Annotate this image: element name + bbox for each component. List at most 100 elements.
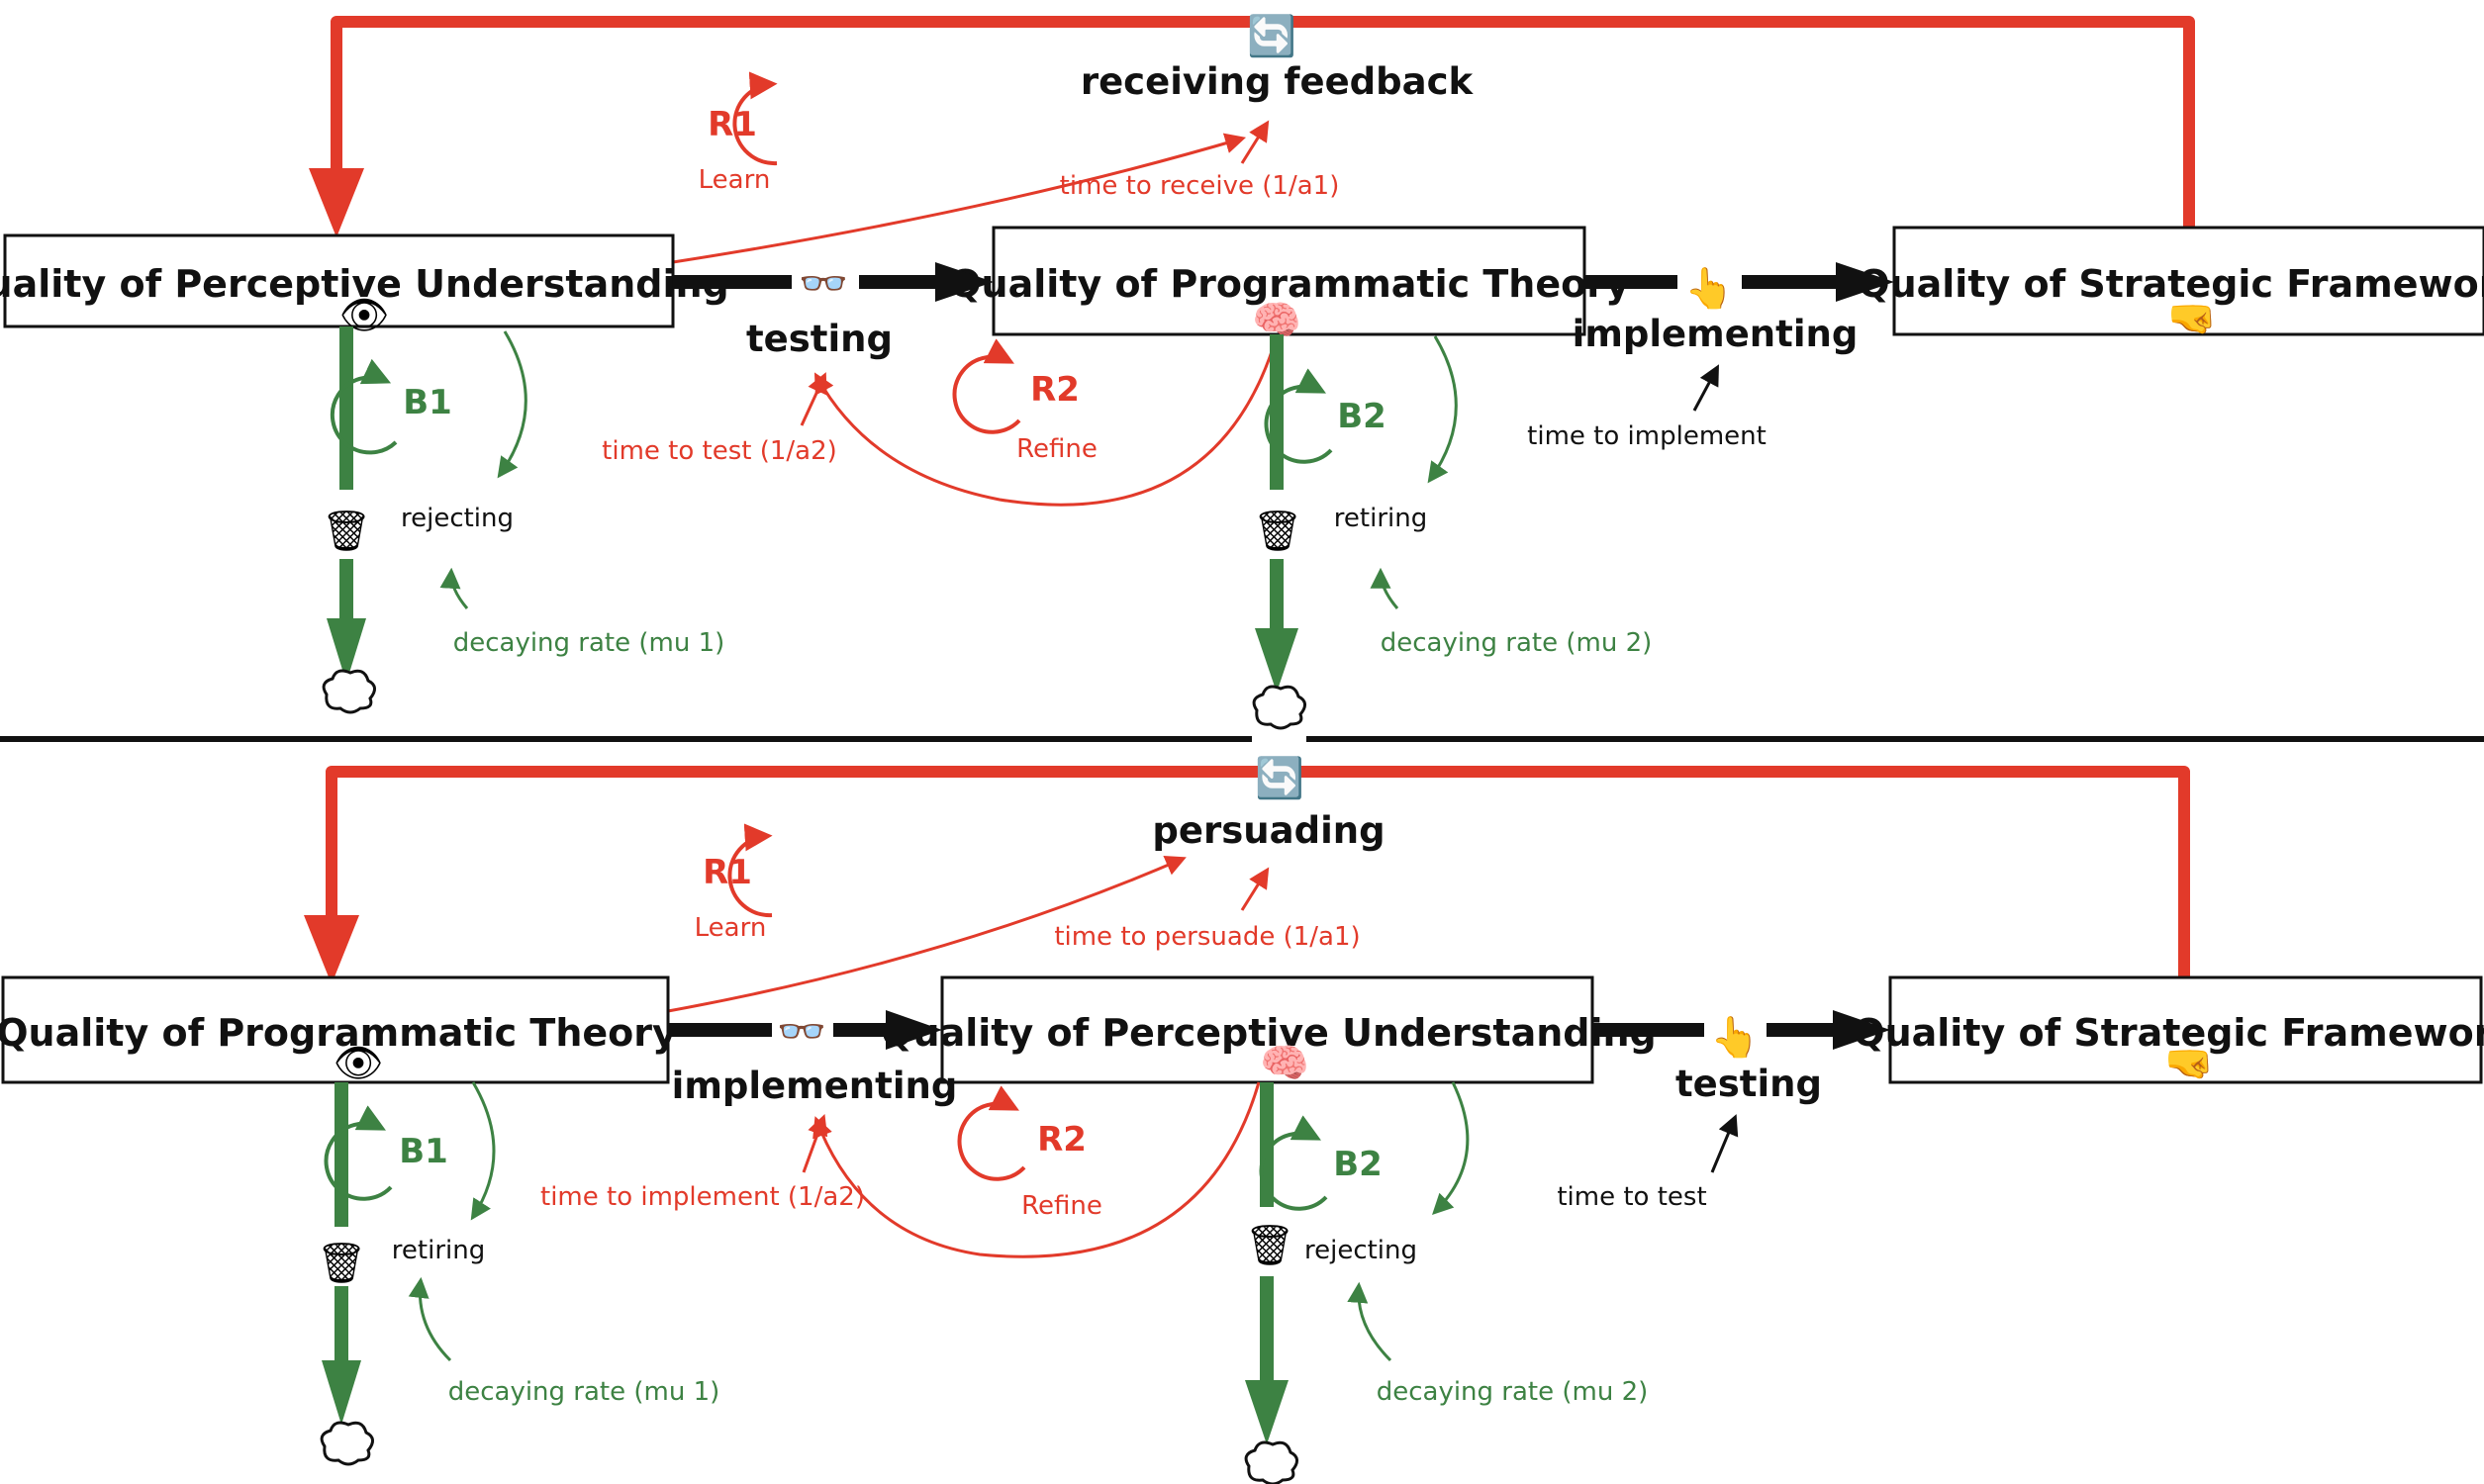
decay-right-label: decaying rate (mu 2) <box>1377 1377 1649 1407</box>
time-right-flow-label: time to implement <box>1527 421 1767 451</box>
glasses-icon: 👓 <box>777 1009 826 1055</box>
feedback-flow-pipe <box>326 766 2190 979</box>
r2-loop-id: R2 <box>1037 1120 1087 1159</box>
b2-link-curve <box>1432 1081 1470 1215</box>
b1-loop-id: B1 <box>399 1132 448 1171</box>
feedback-flow-arrowhead <box>304 915 359 984</box>
cloud-icon-right <box>1252 685 1306 730</box>
outflow-right-label: retiring <box>1334 504 1427 533</box>
link-time-left <box>800 372 827 426</box>
time-right-flow-label: time to test <box>1557 1182 1706 1212</box>
outflow-right-arrowhead <box>1245 1380 1289 1444</box>
decay-left-link <box>408 1276 452 1362</box>
right-flow-label: implementing <box>1573 313 1859 355</box>
panel-bottom: 🔄 persuading R1 Learn time to persuade (… <box>0 755 2484 1484</box>
flow-left-arrowhead <box>935 262 994 302</box>
link-time-receive <box>1240 867 1270 911</box>
pointing-hand-icon: 👆 <box>1684 265 1734 312</box>
flow-right-arrowhead <box>1836 262 1894 302</box>
stock-box-right[interactable]: Quality of Strategic Framework <box>1858 226 2484 336</box>
link-time-right <box>1710 1114 1739 1173</box>
stock-box-left[interactable]: Quality of Programmatic Theory <box>0 975 677 1084</box>
cloud-icon-left <box>320 1421 374 1466</box>
r2-loop-id: R2 <box>1030 370 1080 410</box>
b2-loop-id: B2 <box>1333 1145 1383 1184</box>
r1-loop-id: R1 <box>708 105 757 144</box>
flow-right-arrowhead <box>1833 1010 1890 1050</box>
outflow-left-label: rejecting <box>401 504 514 533</box>
glasses-icon: 👓 <box>799 261 848 307</box>
fist-hand-icon: 🤜 <box>2167 296 2217 341</box>
stock-right-label: Quality of Strategic Framework <box>1858 262 2484 306</box>
r2-loop-arc <box>952 338 1021 434</box>
flow-left-arrowhead <box>886 1010 942 1050</box>
brain-icon: 🧠 <box>1260 1041 1309 1086</box>
link-feedback <box>667 856 1187 1013</box>
stock-middle-label: Quality of Programmatic Theory <box>949 262 1630 306</box>
r1-loop-label: Learn <box>699 165 771 195</box>
link-feedback <box>672 133 1247 264</box>
time-left-flow-label: time to implement (1/a2) <box>540 1182 865 1212</box>
stock-right-label: Quality of Strategic Framework <box>1853 1011 2484 1055</box>
r1-loop-arc <box>727 823 773 918</box>
r2-loop-label: Refine <box>1021 1191 1102 1221</box>
outflow-right-arrowhead <box>1255 628 1298 693</box>
time-receive-label: time to persuade (1/a1) <box>1054 922 1360 952</box>
cloud-icon-right <box>1244 1440 1298 1484</box>
wastebasket-icon-right: 🗑 <box>1253 509 1303 554</box>
top-flow-label: receiving feedback <box>1081 60 1475 103</box>
wastebasket-icon-left: 🗑 <box>322 509 372 554</box>
decay-left-link <box>439 567 469 609</box>
top-flow-label: persuading <box>1152 809 1385 852</box>
cloud-icon-left <box>322 669 376 714</box>
refresh-icon: 🔄 <box>1255 755 1304 801</box>
stock-left-label: Quality of Programmatic Theory <box>0 1011 677 1055</box>
stock-box-right[interactable]: Quality of Strategic Framework <box>1853 975 2484 1084</box>
r1-loop-arc <box>732 71 778 166</box>
decay-right-label: decaying rate (mu 2) <box>1381 628 1653 658</box>
link-time-right <box>1692 364 1719 412</box>
wastebasket-icon-left: 🗑 <box>317 1241 367 1286</box>
r2-loop-arc <box>957 1085 1026 1181</box>
outflow-left-label: retiring <box>392 1236 485 1265</box>
r1-loop-id: R1 <box>703 853 752 892</box>
outflow-left-arrowhead <box>327 618 366 683</box>
feedback-flow-arrowhead <box>309 168 364 237</box>
time-receive-label: time to receive (1/a1) <box>1060 171 1340 201</box>
b1-loop-arc <box>324 1105 393 1201</box>
panel-top: 🔄 receiving feedback R1 Learn time to re… <box>0 13 2484 730</box>
b1-link-curve <box>497 330 527 479</box>
r2-link-curve <box>813 335 1279 507</box>
stock-middle-label: Quality of Perceptive Understanding <box>881 1011 1657 1055</box>
outflow-left-arrowhead <box>322 1360 361 1425</box>
b2-loop-arc <box>1259 1115 1328 1211</box>
decay-left-label: decaying rate (mu 1) <box>448 1377 720 1407</box>
stock-left-label: Quality of Perceptive Understanding <box>0 262 729 306</box>
link-time-receive <box>1240 120 1270 164</box>
decay-right-link <box>1370 567 1399 609</box>
r2-loop-label: Refine <box>1016 434 1098 464</box>
b1-link-curve <box>470 1081 496 1221</box>
r2-link-curve <box>812 1081 1261 1258</box>
decay-right-link <box>1347 1281 1392 1362</box>
refresh-icon: 🔄 <box>1247 13 1296 59</box>
r1-loop-label: Learn <box>695 913 767 943</box>
left-flow-label: implementing <box>672 1065 958 1107</box>
b2-link-curve <box>1427 335 1458 484</box>
time-left-flow-label: time to test (1/a2) <box>602 436 837 466</box>
fist-hand-icon: 🤜 <box>2164 1041 2214 1086</box>
stock-box-left[interactable]: Quality of Perceptive Understanding <box>0 233 729 328</box>
feedback-flow-pipe <box>331 16 2195 232</box>
b1-loop-arc <box>330 358 398 455</box>
right-flow-label: testing <box>1675 1063 1822 1105</box>
outflow-right-label: rejecting <box>1304 1236 1417 1265</box>
b2-loop-id: B2 <box>1337 397 1386 436</box>
link-time-left <box>802 1114 828 1173</box>
eye-icon: 👁 <box>334 1041 384 1086</box>
b2-loop-arc <box>1264 368 1333 464</box>
decay-left-label: decaying rate (mu 1) <box>453 628 725 658</box>
pointing-hand-icon: 👆 <box>1710 1014 1760 1061</box>
wastebasket-icon-right: 🗑 <box>1245 1223 1295 1268</box>
left-flow-label: testing <box>746 318 893 360</box>
